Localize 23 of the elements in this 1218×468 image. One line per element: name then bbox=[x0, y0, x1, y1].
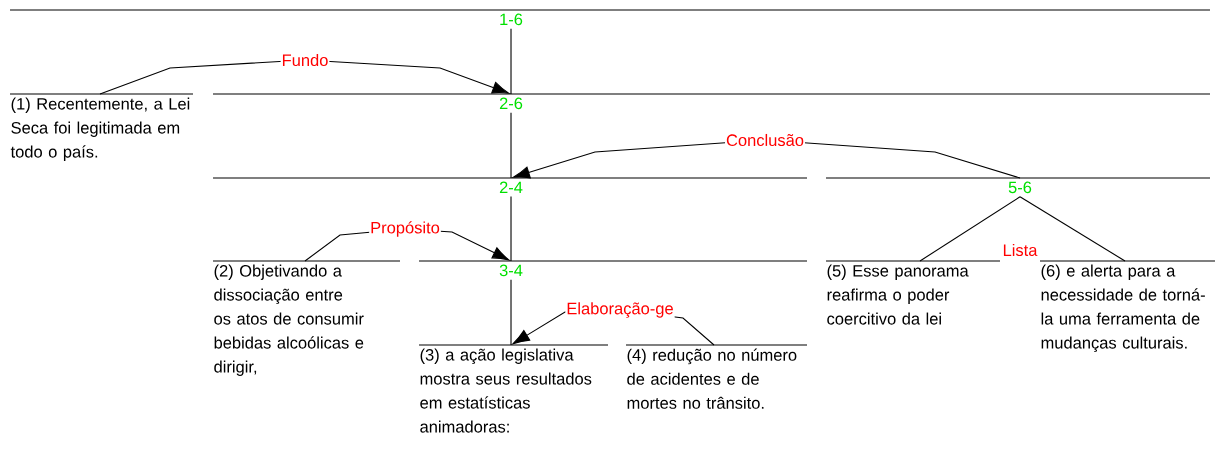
span-line: 2-6 bbox=[212, 93, 1211, 110]
text-segment: (5) Esse panorama reafirma o poder coercitivo da lei bbox=[825, 260, 1001, 325]
relation-label: Fundo bbox=[280, 52, 330, 68]
connector-line bbox=[510, 112, 512, 179]
relation-label: Conclusão bbox=[725, 132, 805, 148]
connector-line bbox=[510, 196, 512, 262]
connector-line bbox=[510, 28, 512, 95]
span-line: 1-6 bbox=[9, 9, 1211, 26]
text-segment: (1) Recentemente, a Lei Seca foi legitimada em todo o país. bbox=[9, 93, 194, 161]
connector-line bbox=[510, 279, 512, 346]
span-line: 5-6 bbox=[825, 177, 1211, 194]
connector-line bbox=[919, 196, 1021, 262]
span-line: 3-4 bbox=[418, 260, 808, 277]
arrow bbox=[99, 59, 510, 95]
relation-label: Lista bbox=[1001, 242, 1039, 258]
relation-label: Elaboração-ge bbox=[565, 301, 675, 319]
relation-label: Propósito bbox=[369, 220, 441, 238]
connector-line bbox=[1019, 196, 1126, 262]
text-segment: (4) redução no número de acidentes e de mortes no trânsito. bbox=[625, 344, 808, 409]
text-segment: (3) a ação legislativa mostra seus resultados em estatísticas animadoras: bbox=[418, 344, 609, 433]
text-segment: (6) e alerta para a necessidade de torná-la uma ferramenta de mudanças culturais. bbox=[1039, 260, 1216, 352]
span-line: 2-4 bbox=[212, 177, 808, 194]
text-segment: (2) Objetivando a dissociação entre os atos de consumir bebidas alcoólicas e dirigir, bbox=[212, 260, 401, 376]
